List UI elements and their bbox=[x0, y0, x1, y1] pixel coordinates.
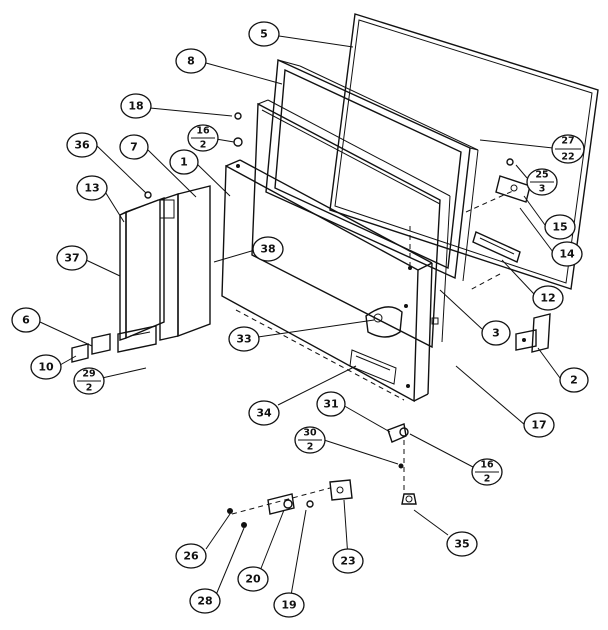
callout-36: 36 bbox=[66, 132, 98, 158]
callout-26: 26 bbox=[175, 543, 207, 569]
svg-text:27: 27 bbox=[561, 136, 574, 147]
screw-18 bbox=[234, 112, 242, 120]
hinge-bracket-part bbox=[495, 158, 531, 203]
plate-part-6 bbox=[91, 333, 111, 355]
callout-37: 37 bbox=[56, 245, 88, 271]
svg-text:20: 20 bbox=[245, 573, 261, 586]
channel-part-13 bbox=[119, 196, 165, 341]
stop-part-31 bbox=[387, 423, 407, 443]
callout-17: 17 bbox=[523, 412, 555, 438]
svg-text:2: 2 bbox=[484, 474, 491, 485]
svg-text:16: 16 bbox=[196, 126, 210, 137]
plate-part-10 bbox=[71, 343, 89, 363]
svg-text:7: 7 bbox=[130, 141, 138, 154]
door-inner-panel-part bbox=[251, 99, 451, 349]
door-liner-part bbox=[265, 58, 479, 282]
svg-text:3: 3 bbox=[492, 327, 500, 340]
svg-text:25: 25 bbox=[535, 170, 548, 181]
rear-panel-part bbox=[329, 13, 599, 290]
callout-15: 15 bbox=[544, 214, 576, 240]
callout-13: 13 bbox=[76, 175, 108, 201]
callout-31: 31 bbox=[316, 391, 346, 417]
callout-6: 6 bbox=[11, 307, 41, 333]
svg-text:38: 38 bbox=[260, 243, 275, 256]
svg-text:23: 23 bbox=[340, 555, 355, 568]
callout-28: 28 bbox=[189, 588, 221, 614]
channel-bracket-37 bbox=[117, 325, 157, 353]
callout-10: 10 bbox=[30, 354, 62, 380]
lower-hinge-assembly bbox=[231, 479, 353, 515]
svg-text:28: 28 bbox=[197, 595, 212, 608]
callout-33: 33 bbox=[228, 326, 260, 352]
svg-text:34: 34 bbox=[256, 407, 272, 420]
svg-text:12: 12 bbox=[540, 292, 555, 305]
callout-16-2-bottom: 16 2 bbox=[471, 458, 503, 486]
svg-text:8: 8 bbox=[187, 55, 195, 68]
callout-34: 34 bbox=[248, 400, 280, 426]
svg-text:19: 19 bbox=[281, 599, 296, 612]
door-outer-panel-part bbox=[221, 159, 433, 403]
svg-text:2: 2 bbox=[307, 442, 314, 453]
svg-text:35: 35 bbox=[454, 538, 469, 551]
pivot-pin-35 bbox=[401, 493, 417, 505]
svg-text:2: 2 bbox=[200, 140, 207, 151]
callout-35: 35 bbox=[446, 531, 478, 557]
callout-29-2: 29 2 bbox=[73, 367, 105, 395]
callout-5: 5 bbox=[248, 21, 280, 47]
svg-text:16: 16 bbox=[480, 460, 494, 471]
svg-text:37: 37 bbox=[64, 252, 79, 265]
svg-text:1: 1 bbox=[180, 156, 188, 169]
svg-text:15: 15 bbox=[552, 221, 567, 234]
svg-text:22: 22 bbox=[561, 152, 574, 163]
svg-text:36: 36 bbox=[74, 139, 90, 152]
svg-text:18: 18 bbox=[128, 100, 143, 113]
handle-insert-part bbox=[365, 306, 403, 338]
svg-text:26: 26 bbox=[183, 550, 199, 563]
svg-text:33: 33 bbox=[236, 333, 251, 346]
svg-text:30: 30 bbox=[303, 428, 317, 439]
callout-16-2-top: 16 2 bbox=[187, 124, 219, 152]
svg-text:2: 2 bbox=[86, 383, 93, 394]
svg-text:3: 3 bbox=[539, 184, 546, 195]
callout-20: 20 bbox=[237, 566, 269, 592]
svg-text:10: 10 bbox=[38, 361, 54, 374]
callout-19: 19 bbox=[273, 592, 305, 618]
callout-25-3: 25 3 bbox=[526, 168, 558, 196]
callout-14: 14 bbox=[551, 241, 583, 267]
svg-text:13: 13 bbox=[84, 182, 99, 195]
svg-text:14: 14 bbox=[559, 248, 575, 261]
svg-text:29: 29 bbox=[82, 369, 95, 380]
leader-lines bbox=[39, 35, 561, 602]
callout-2: 2 bbox=[559, 367, 589, 393]
callout-3: 3 bbox=[481, 320, 511, 346]
svg-text:2: 2 bbox=[570, 374, 578, 387]
callout-18: 18 bbox=[120, 93, 152, 119]
svg-text:6: 6 bbox=[22, 314, 30, 327]
svg-text:31: 31 bbox=[323, 398, 338, 411]
hinge-rail-part bbox=[472, 231, 521, 263]
channel-part-7 bbox=[159, 185, 211, 341]
callout-30-2: 30 2 bbox=[294, 426, 326, 454]
svg-text:17: 17 bbox=[531, 419, 546, 432]
callout-38: 38 bbox=[252, 236, 284, 262]
svg-text:5: 5 bbox=[260, 28, 268, 41]
callout-8: 8 bbox=[175, 48, 207, 74]
callout-27-22: 27 22 bbox=[551, 134, 585, 164]
callout-12: 12 bbox=[532, 285, 564, 311]
lower-hinge-part bbox=[515, 313, 551, 353]
screw-16 bbox=[233, 137, 243, 147]
callout-23: 23 bbox=[332, 548, 364, 574]
screw-36 bbox=[144, 191, 152, 199]
callout-1: 1 bbox=[169, 149, 199, 175]
callout-7: 7 bbox=[119, 134, 149, 160]
